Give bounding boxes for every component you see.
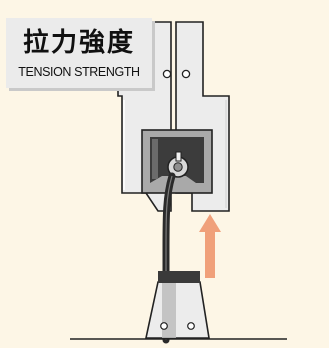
mount-hole-right (181, 69, 191, 79)
arrow-up-icon (199, 214, 221, 278)
title-label-box: 拉力強度 TENSION STRENGTH (6, 18, 152, 88)
title-chinese: 拉力強度 (22, 28, 135, 58)
bolt-icon (160, 322, 168, 330)
bolt-icon (187, 322, 195, 330)
mount-hole-left (162, 69, 172, 79)
title-english: TENSION STRENGTH (18, 65, 140, 79)
lower-clamp (145, 281, 210, 339)
